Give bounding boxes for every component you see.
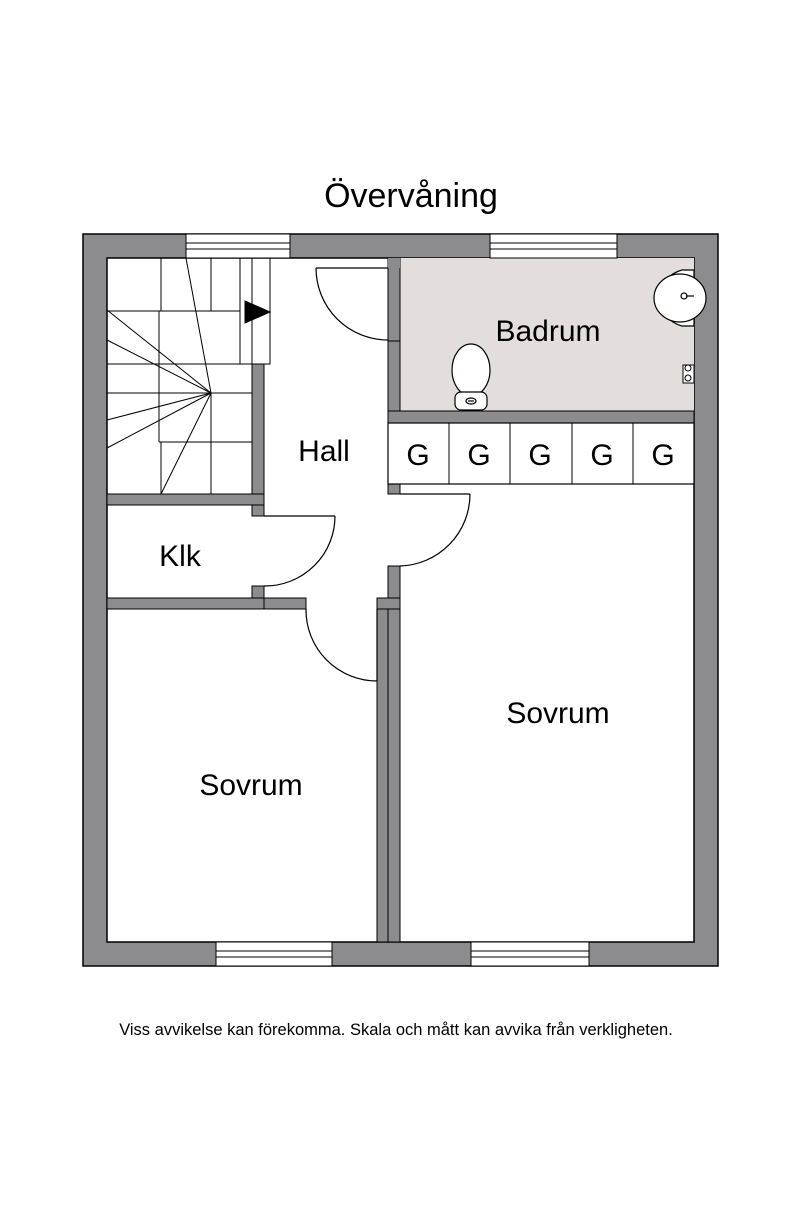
door-swing-icon	[263, 515, 336, 587]
room-label-bedroom-left: Sovrum	[199, 769, 302, 802]
disclaimer: Viss avvikelse kan förekomma. Skala och …	[119, 1021, 673, 1039]
interior-wall-bathroom-left	[387, 257, 401, 342]
room-label-bedroom-right: Sovrum	[506, 697, 609, 730]
window-icon	[215, 941, 333, 967]
interior-wall-stairs-right	[251, 363, 265, 517]
interior-wall-hall-bedroom	[263, 597, 307, 610]
wardrobe-label: G	[528, 439, 551, 472]
floor-title: Övervåning	[324, 177, 498, 215]
toilet-icon	[451, 343, 491, 411]
interior-wall-closet-bedroom	[106, 597, 265, 610]
window-icon	[489, 233, 618, 259]
interior-wall-right-bedroom-left	[387, 565, 401, 943]
interior-wall-bathroom-notch	[388, 258, 400, 268]
wardrobe-label: G	[406, 439, 429, 472]
interior-wall-left-bedroom-right	[376, 597, 389, 943]
interior-wall-right-bedroom-top	[387, 483, 401, 495]
wardrobe-row: G G G G G	[387, 422, 695, 485]
door-swing-icon	[399, 493, 471, 567]
room-label-closet: Klk	[159, 540, 202, 573]
interior-wall-stairs-closet	[106, 493, 265, 506]
wardrobe-label: G	[651, 439, 674, 472]
interior-wall-hall-right-stub	[376, 597, 401, 610]
wardrobe-label: G	[590, 439, 613, 472]
stairs-icon	[106, 257, 272, 495]
wardrobe-label: G	[467, 439, 490, 472]
faucet-icon	[682, 364, 695, 384]
window-icon	[185, 233, 291, 259]
interior-wall-bathroom-bottom	[387, 410, 695, 424]
room-label-bathroom: Badrum	[495, 315, 600, 348]
bathroom-floor	[400, 258, 694, 411]
room-label-hall: Hall	[298, 435, 350, 468]
door-swing-icon	[315, 267, 389, 341]
window-icon	[470, 941, 590, 967]
door-swing-icon	[305, 608, 378, 682]
sink-icon	[653, 269, 707, 327]
